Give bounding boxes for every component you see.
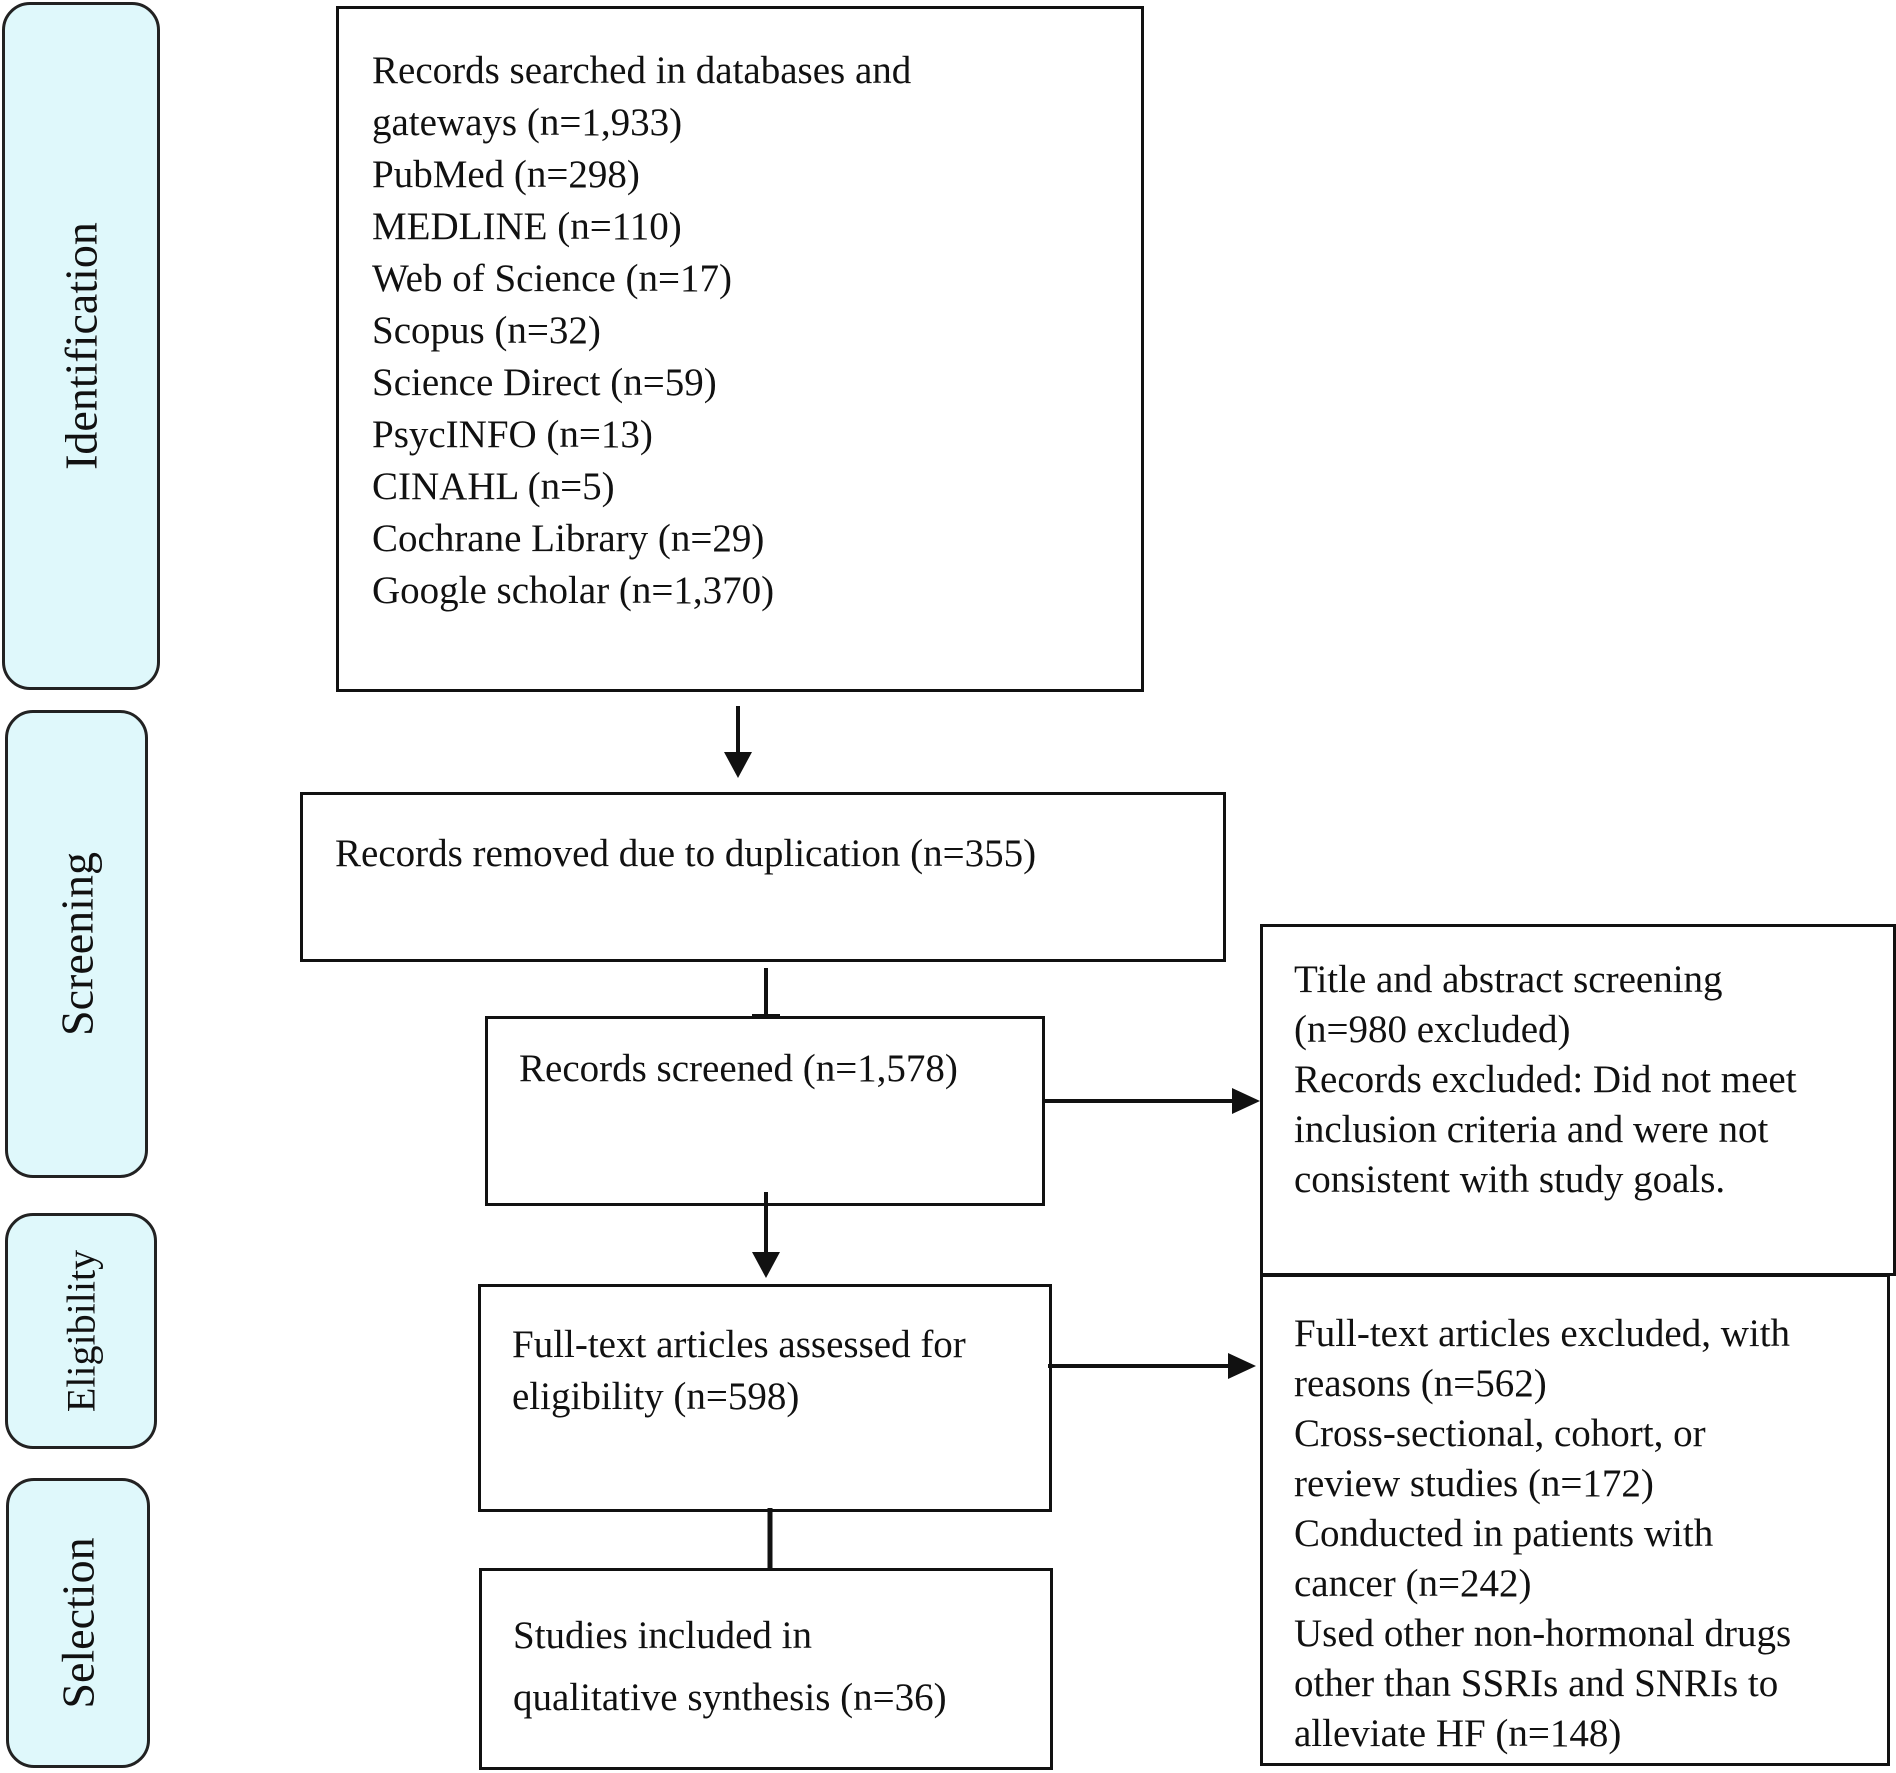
identification-line: PsycINFO (n=13) bbox=[372, 413, 653, 456]
duplicates-box: Records removed due to duplication (n=35… bbox=[300, 792, 1226, 962]
included-box: Studies included in qualitative synthesi… bbox=[479, 1568, 1053, 1770]
screened-lines: Records screened (n=1,578) bbox=[519, 1043, 958, 1095]
phase-screening-label: Screening bbox=[51, 852, 102, 1036]
fulltext-excluded-line: Conducted in patients with bbox=[1294, 1512, 1714, 1555]
fulltext-assessed-lines: Full-text articles assessed for eligibil… bbox=[512, 1319, 966, 1423]
phase-selection-label: Selection bbox=[52, 1537, 104, 1709]
fulltext-excluded-line: alleviate HF (n=148) bbox=[1294, 1712, 1622, 1755]
identification-line: gateways (n=1,933) bbox=[372, 101, 683, 144]
fulltext-excluded-line: other than SSRIs and SNRIs to bbox=[1294, 1662, 1779, 1705]
phase-screening: Screening bbox=[5, 710, 148, 1178]
title-abstract-excluded-box: Title and abstract screening (n=980 excl… bbox=[1260, 924, 1896, 1276]
fulltext-assessed-line: eligibility (n=598) bbox=[512, 1375, 800, 1418]
included-line: qualitative synthesis (n=36) bbox=[513, 1676, 947, 1719]
identification-line: Science Direct (n=59) bbox=[372, 361, 717, 404]
phase-selection: Selection bbox=[6, 1478, 150, 1768]
identification-line: Cochrane Library (n=29) bbox=[372, 517, 765, 560]
duplicates-lines: Records removed due to duplication (n=35… bbox=[335, 828, 1036, 880]
title-abstract-excluded-lines: Title and abstract screening (n=980 excl… bbox=[1294, 955, 1797, 1205]
identification-line: Records searched in databases and bbox=[372, 49, 912, 92]
fulltext-assessed-box: Full-text articles assessed for eligibil… bbox=[478, 1284, 1052, 1512]
included-lines: Studies included in qualitative synthesi… bbox=[513, 1605, 947, 1729]
phase-identification: Identification bbox=[2, 2, 160, 690]
fulltext-excluded-line: reasons (n=562) bbox=[1294, 1362, 1547, 1405]
fulltext-excluded-line: review studies (n=172) bbox=[1294, 1462, 1654, 1505]
duplicates-line: Records removed due to duplication (n=35… bbox=[335, 832, 1037, 875]
identification-line: CINAHL (n=5) bbox=[372, 465, 615, 508]
identification-line: PubMed (n=298) bbox=[372, 153, 640, 196]
title-abstract-line: Title and abstract screening bbox=[1294, 958, 1723, 1001]
screened-line: Records screened (n=1,578) bbox=[519, 1047, 958, 1090]
arrowhead-screened-fulltext bbox=[752, 1252, 780, 1278]
phase-identification-label: Identification bbox=[55, 222, 107, 470]
title-abstract-line: consistent with study goals. bbox=[1294, 1158, 1726, 1201]
arrowhead-identification bbox=[724, 752, 752, 778]
fulltext-assessed-line: Full-text articles assessed for bbox=[512, 1323, 966, 1366]
identification-lines: Records searched in databases and gatewa… bbox=[372, 45, 911, 617]
title-abstract-line: (n=980 excluded) bbox=[1294, 1008, 1571, 1051]
fulltext-excluded-box: Full-text articles excluded, with reason… bbox=[1260, 1274, 1890, 1766]
fulltext-excluded-line: cancer (n=242) bbox=[1294, 1562, 1532, 1605]
title-abstract-line: Records excluded: Did not meet bbox=[1294, 1058, 1797, 1101]
fulltext-excluded-lines: Full-text articles excluded, with reason… bbox=[1294, 1309, 1791, 1759]
title-abstract-line: inclusion criteria and were not bbox=[1294, 1108, 1769, 1151]
included-line: Studies included in bbox=[513, 1614, 812, 1657]
identification-box: Records searched in databases and gatewa… bbox=[336, 6, 1144, 692]
identification-line: Scopus (n=32) bbox=[372, 309, 601, 352]
arrowhead-screened-excluded bbox=[1232, 1088, 1260, 1114]
fulltext-excluded-line: Cross-sectional, cohort, or bbox=[1294, 1412, 1706, 1455]
identification-line: Google scholar (n=1,370) bbox=[372, 569, 775, 612]
fulltext-excluded-line: Used other non-hormonal drugs bbox=[1294, 1612, 1792, 1655]
phase-eligibility: Eligibility bbox=[5, 1213, 157, 1449]
screened-box: Records screened (n=1,578) bbox=[485, 1016, 1045, 1206]
fulltext-excluded-line: Full-text articles excluded, with bbox=[1294, 1312, 1791, 1355]
arrowhead-fulltext-excluded bbox=[1228, 1353, 1256, 1379]
identification-line: Web of Science (n=17) bbox=[372, 257, 732, 300]
phase-eligibility-label: Eligibility bbox=[58, 1249, 104, 1413]
identification-line: MEDLINE (n=110) bbox=[372, 205, 682, 248]
